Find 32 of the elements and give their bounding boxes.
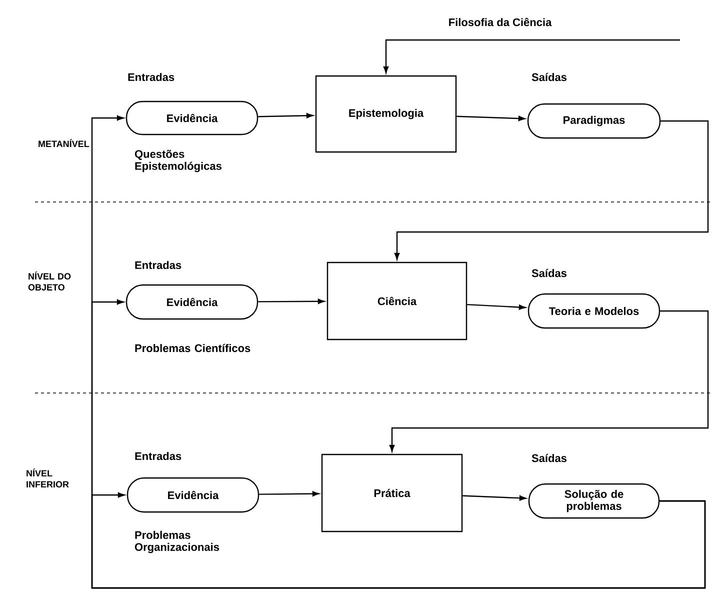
arrow	[467, 304, 526, 310]
side-label: Entradas	[135, 452, 182, 460]
side-label: Saídas	[532, 268, 566, 278]
process-box: Epistemologia	[315, 75, 457, 153]
terminal-pill: Solução de problemas	[528, 483, 660, 519]
arrow	[389, 310, 709, 452]
terminal-pill: Teoria e Modelos	[528, 293, 660, 329]
arrow	[258, 113, 314, 118]
arrow	[258, 298, 325, 304]
edge-label: Filosofia da Ciência	[447, 16, 553, 28]
arrow	[91, 492, 706, 589]
arrow	[462, 495, 526, 501]
level-label: NÍVEL INFERIOR	[26, 468, 69, 488]
side-label: Problemas Organizacionais	[134, 530, 220, 554]
level-label: NÍVEL DO OBJETO	[28, 271, 71, 291]
arrow	[394, 120, 709, 260]
side-label: Saídas	[532, 454, 566, 462]
terminal-pill: Evidência	[126, 284, 258, 320]
terminal-pill: Evidência	[126, 100, 258, 136]
arrow	[259, 491, 320, 496]
arrow	[383, 39, 680, 74]
level-label: METANÍVEL	[38, 139, 90, 147]
terminal-pill: Evidência	[126, 477, 260, 513]
side-label: Saídas	[532, 72, 566, 82]
side-label: Questões Epistemológicas	[134, 150, 222, 172]
arrow	[456, 116, 526, 122]
terminal-pill: Paradigmas	[527, 103, 661, 139]
side-label: Entradas	[135, 260, 182, 270]
process-box: Prática	[321, 454, 463, 532]
process-box: Ciência	[326, 262, 468, 340]
side-label: Problemas Científicos	[135, 344, 250, 352]
side-label: Entradas	[128, 72, 174, 82]
